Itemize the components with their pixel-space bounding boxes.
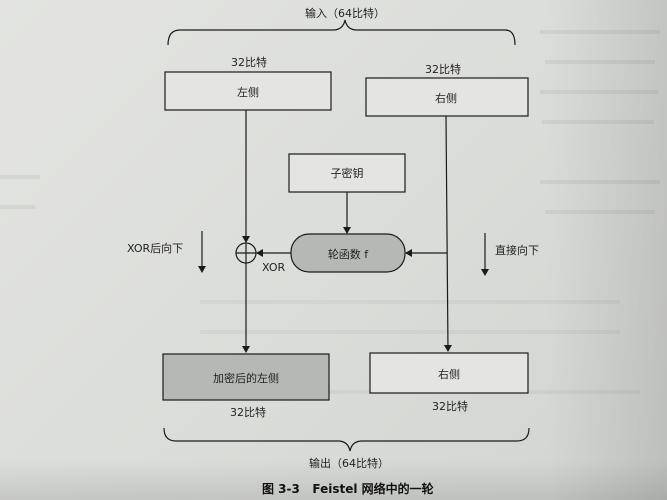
- left-out-bits-label: 32比特: [230, 405, 266, 419]
- round-function-label: 轮函数 f: [328, 247, 369, 261]
- straight-down-label: 直接向下: [495, 243, 539, 257]
- xor-symbol: [235, 242, 257, 264]
- left-block-label: 左侧: [237, 86, 259, 99]
- right-out-block: 右侧: [369, 352, 529, 394]
- right-out-block-label: 右侧: [438, 367, 460, 381]
- right-block-label: 右侧: [435, 91, 457, 105]
- xor-label: XOR: [262, 261, 285, 274]
- right-bits-label: 32比特: [425, 62, 461, 76]
- left-out-block-label: 加密后的左侧: [213, 371, 279, 385]
- left-bits-label: 32比特: [231, 55, 267, 69]
- input-brace: [167, 19, 516, 46]
- arrow-right-to-right-out: [443, 115, 452, 352]
- figure-caption: 图 3-3 Feistel 网络中的一轮: [262, 481, 435, 496]
- page-shadow-right: [547, 0, 667, 500]
- output-brace: [163, 427, 530, 452]
- left-block: 左侧: [164, 71, 332, 111]
- right-out-bits-label: 32比特: [432, 399, 468, 413]
- subkey-label: 子密钥: [331, 166, 364, 180]
- output-label: 输出（64比特）: [309, 456, 389, 470]
- xor-down-label: XOR后向下: [127, 241, 183, 255]
- subkey-block: 子密钥: [288, 153, 406, 193]
- right-block: 右侧: [365, 77, 529, 117]
- left-out-block: 加密后的左侧: [162, 353, 330, 401]
- round-function-block: 轮函数 f: [290, 233, 406, 273]
- page-shadow-bottom: [0, 460, 667, 500]
- input-label: 输入（64比特）: [305, 6, 385, 20]
